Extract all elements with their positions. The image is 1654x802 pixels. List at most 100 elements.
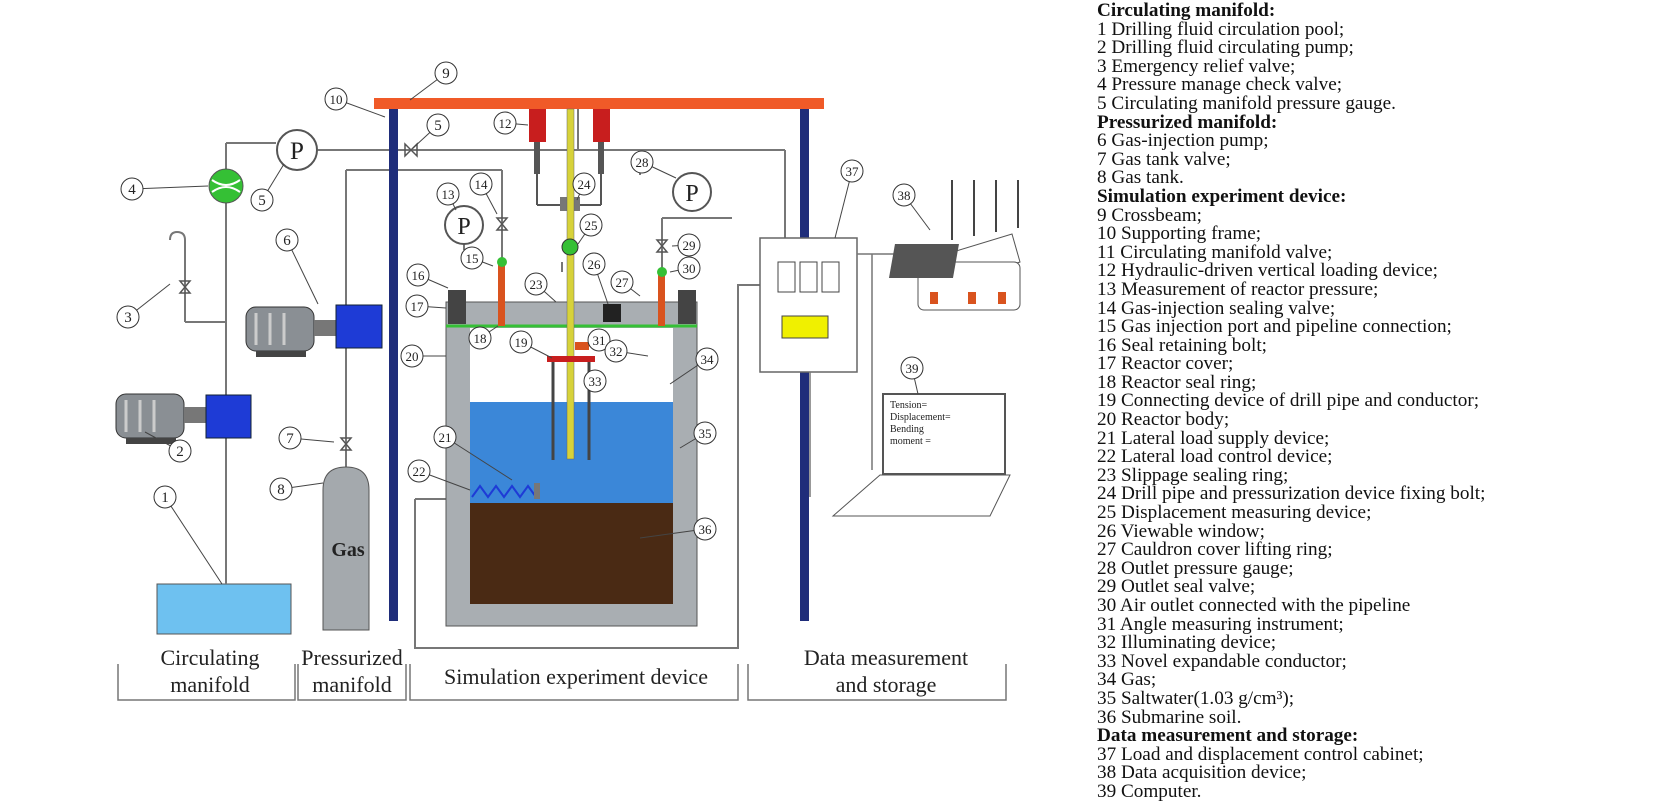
legend-item: 15 Gas injection port and pipeline conne… [1097, 316, 1452, 338]
callout-2: 2 [144, 431, 192, 463]
drilling-fluid-pool [156, 583, 292, 635]
hydraulic-loader-left [529, 109, 546, 142]
legend-item: 29 Outlet seal valve; [1097, 576, 1256, 598]
legend-item: 16 Seal retaining bolt; [1097, 334, 1267, 356]
section-label-pressurized-1: Pressurized [301, 645, 402, 670]
svg-text:38: 38 [898, 188, 911, 203]
svg-text:Displacement=: Displacement= [890, 412, 951, 423]
svg-text:Tension=: Tension= [890, 400, 928, 411]
legend-item: 7 Gas tank valve; [1097, 148, 1231, 170]
crossbeam [374, 98, 824, 109]
circulating-manifold: P [115, 129, 786, 635]
legend-item: 8 Gas tank. [1097, 167, 1184, 189]
callout-9: 9 [409, 61, 458, 101]
viewable-window [603, 304, 621, 322]
svg-text:3: 3 [124, 310, 132, 326]
legend-item: 1 Drilling fluid circulation pool; [1097, 18, 1345, 40]
svg-text:9: 9 [442, 66, 450, 82]
legend-heading: Data measurement and storage: [1097, 725, 1359, 747]
callout-5: 5 [412, 113, 450, 149]
legend-item: 38 Data acquisition device; [1097, 762, 1307, 784]
pressure-gauge-icon [276, 129, 318, 171]
legend-item: 31 Angle measuring instrument; [1097, 613, 1344, 635]
callout-7: 7 [278, 426, 335, 450]
svg-text:33: 33 [589, 374, 602, 389]
seal-bolt-left [448, 290, 466, 324]
legend-item: 14 Gas-injection sealing valve; [1097, 297, 1336, 319]
callout-35: 35 [679, 421, 717, 449]
gas-injection-valve-icon [495, 217, 509, 231]
legend-item: 21 Lateral load supply device; [1097, 427, 1330, 449]
gas-tank [322, 466, 370, 631]
circulating-pump [115, 393, 252, 444]
section-label-circulating-2: manifold [170, 672, 249, 697]
svg-text:32: 32 [610, 344, 623, 359]
legend-item: 19 Connecting device of drill pipe and c… [1097, 390, 1480, 412]
svg-text:P: P [457, 214, 470, 240]
svg-text:5: 5 [258, 193, 266, 209]
reactor-pressure-gauge-icon [444, 205, 484, 245]
legend-item: 18 Reactor seal ring; [1097, 371, 1257, 393]
hydraulic-loader-right [593, 109, 610, 142]
legend-item: 30 Air outlet connected with the pipelin… [1097, 595, 1411, 616]
svg-text:8: 8 [277, 482, 285, 498]
legend-item: 12 Hydraulic-driven vertical loading dev… [1097, 260, 1438, 282]
callout-18: 18 [468, 325, 499, 350]
legend-item: 4 Pressure manage check valve; [1097, 74, 1343, 96]
legend-item: 37 Load and displacement control cabinet… [1097, 743, 1424, 765]
legend-item: 20 Reactor body; [1097, 409, 1230, 431]
section-brackets [117, 664, 1007, 701]
legend-item: 6 Gas-injection pump; [1097, 130, 1269, 152]
callout-22: 22 [407, 459, 471, 491]
svg-text:27: 27 [616, 275, 630, 290]
svg-text:23: 23 [530, 277, 543, 292]
callout-17: 17 [405, 294, 447, 318]
legend-item: 23 Slippage sealing ring; [1097, 464, 1289, 486]
svg-text:19: 19 [515, 335, 528, 350]
callout-16: 16 [406, 263, 449, 289]
legend-item: 27 Cauldron cover lifting ring; [1097, 539, 1333, 561]
legend-item: 26 Viewable window; [1097, 520, 1265, 542]
callout-31: 31 [587, 328, 611, 352]
legend-item: 11 Circulating manifold valve; [1097, 241, 1333, 263]
svg-text:29: 29 [683, 238, 696, 253]
computer-screen [882, 393, 1006, 475]
svg-text:Bending: Bending [890, 424, 924, 435]
legend-item: 9 Crossbeam; [1097, 204, 1202, 226]
data-measurement: Tension= Displacement= Bending moment = [759, 180, 1021, 517]
callout-6: 6 [275, 228, 319, 305]
legend-item: 36 Submarine soil. [1097, 706, 1242, 728]
drill-pipe [566, 108, 575, 460]
svg-text:17: 17 [411, 299, 425, 314]
callout-15: 15 [460, 246, 494, 270]
svg-text:37: 37 [846, 164, 860, 179]
legend-item: 3 Emergency relief valve; [1097, 55, 1296, 77]
outlet-pressure-gauge-icon [672, 172, 712, 212]
svg-text:5: 5 [434, 118, 442, 134]
svg-text:25: 25 [585, 218, 598, 233]
legend-item: 33 Novel expandable conductor; [1097, 650, 1347, 672]
svg-text:26: 26 [588, 257, 602, 272]
callout-1: 1 [153, 485, 223, 585]
section-label-data-2: and storage [836, 672, 937, 697]
legend-item: 34 Gas; [1097, 669, 1157, 691]
callout-25: 25 [577, 213, 603, 245]
svg-text:35: 35 [699, 426, 712, 441]
seal-bolt-right [678, 290, 696, 324]
relief-valve-icon [178, 280, 192, 294]
svg-text:4: 4 [128, 182, 136, 198]
svg-text:39: 39 [906, 361, 919, 376]
svg-text:6: 6 [283, 233, 291, 249]
svg-text:10: 10 [330, 92, 343, 107]
legend-heading: Pressurized manifold: [1097, 111, 1278, 133]
callout-19: 19 [509, 330, 553, 359]
callout-30: 30 [669, 256, 701, 280]
callout-38: 38 [892, 183, 931, 231]
legend-item: 39 Computer. [1097, 780, 1202, 802]
svg-text:18: 18 [474, 331, 487, 346]
legend-item: 24 Drill pipe and pressurization device … [1097, 483, 1486, 505]
legend-item: 5 Circulating manifold pressure gauge. [1097, 92, 1396, 114]
callout-37: 37 [834, 159, 864, 239]
callout-26: 26 [582, 252, 609, 305]
gas-tank-valve-icon [339, 437, 353, 451]
